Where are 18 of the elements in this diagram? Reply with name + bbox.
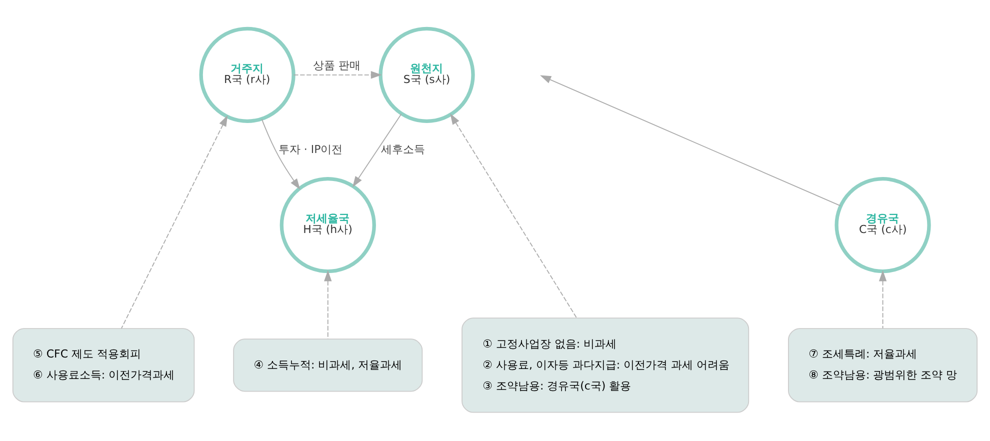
node-circle: 거주지 R국 (r사) [199,26,296,123]
node-box: ① 고정사업장 없음: 비과세 ② 사용료, 이자등 과다지급: 이전가격 과세 어려움 ③ 조약남용: 경유국(c국) 활용 [462,318,750,413]
arrow [450,114,578,318]
arrow [878,270,887,329]
node-box: ④ 소득누적: 비과세, 저율과세 [233,338,423,392]
node-circle: 원천지 S국 (s사) [378,26,475,123]
node-box: ⑦ 조세특례: 저율과세 ⑧ 조약남용: 광범위한 조약 망 [788,328,978,402]
edge-label: 상품 판매 [313,59,361,72]
edge-label: 투자 · IP이전 [278,142,343,156]
arrow [352,114,402,188]
edge-label: 세후소득 [380,142,425,156]
node-box: ⑤ CFC 제도 적용회피 ⑥ 사용료소득: 이전가격과세 [12,328,195,402]
arrow [324,270,332,340]
node-circle: 경유국 C국 (c사) [834,177,931,274]
arrow [540,75,841,206]
arrow [261,118,300,190]
arrow [121,115,228,329]
arrow [293,71,382,79]
